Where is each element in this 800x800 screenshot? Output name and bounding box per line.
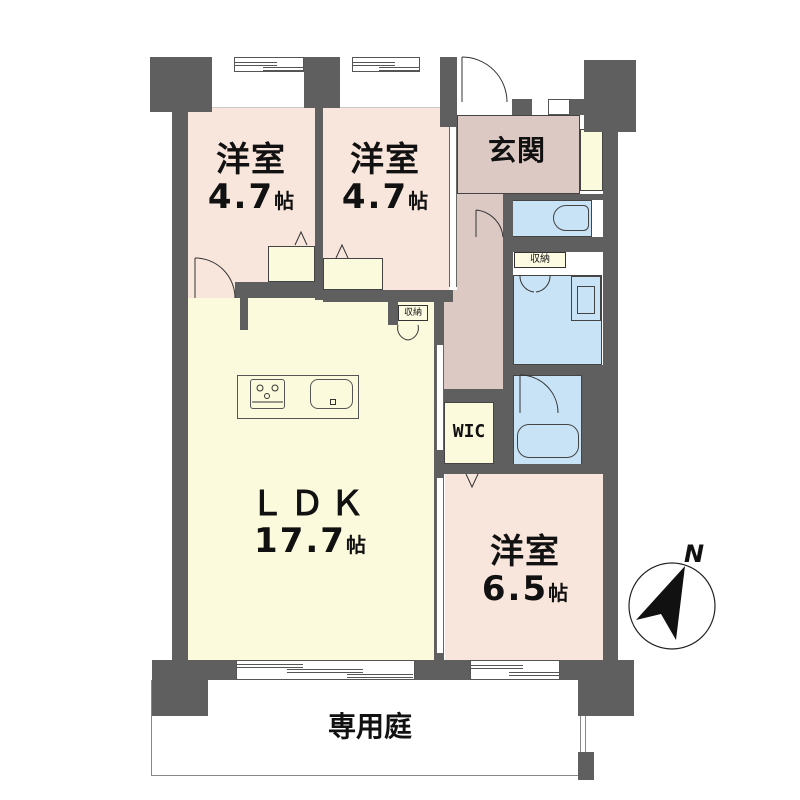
western-room-1-label: 洋室 4.7帖 [196,140,306,218]
corridor-floor-lower [444,290,504,389]
compass-icon [628,562,716,650]
room-1-alcove [212,72,314,108]
room-2-alcove [340,72,440,108]
wall-under-room1 [235,282,315,298]
window-room-1[interactable] [234,57,304,72]
sink-icon [310,379,353,409]
entrance-label: 玄関 [462,134,572,167]
wic-floor [444,402,494,464]
shoe-storage [580,129,603,191]
room-name: 洋室 [350,140,420,180]
wall-ldk-stub [240,290,248,330]
wall-above-room3 [444,464,603,474]
storage-label-ldk: 収納 [398,305,428,321]
wall-bottom-right-block [578,660,634,716]
wall-wet-left [503,194,513,474]
wall-corridor-bottom [444,389,504,402]
room-name: 専用庭 [327,710,412,743]
wall-top-mid [304,57,340,108]
bathtub-icon [517,424,579,458]
window-room-3[interactable] [470,660,560,680]
entrance-floor [457,115,580,194]
room-size: 17.7 [254,521,346,562]
wall-bottom-left [188,660,236,680]
room-name: WIC [452,421,486,442]
wic-label: WIC [444,422,494,442]
wall-entrance-top-2 [570,99,590,115]
room-unit: 帖 [274,189,295,214]
wall-wic-right [494,402,504,464]
room-size: 4.7 [341,177,409,218]
ldk-floor [188,298,434,660]
garden-post [578,752,594,780]
wall-left [172,100,188,660]
wall-bath-right [582,365,603,474]
stove-icon [250,379,285,409]
closet-room-2[interactable] [323,258,383,290]
wall-right [603,120,618,660]
room-name: 玄関 [487,134,546,167]
western-room-2-label: 洋室 4.7帖 [330,140,440,218]
private-garden [151,680,581,776]
room-unit: 帖 [408,189,429,214]
wall-wet-mid2 [513,365,603,375]
wall-bottom-mid [415,660,470,680]
wall-entrance-top [512,99,532,115]
closet-room-1[interactable] [268,246,315,282]
room-unit: 帖 [548,581,569,606]
washbasin-icon [571,276,601,321]
wall-wet-mid [513,237,603,252]
window-ldk[interactable] [236,660,415,680]
wall-wet-block [503,194,603,200]
sliding-door-room2-corridor[interactable] [449,127,457,287]
sliding-door-ldk-corridor[interactable] [436,345,444,450]
private-garden-label: 専用庭 [300,710,440,743]
storage-label-washroom: 収納 [514,252,566,268]
western-room-3-label: 洋室 6.5帖 [470,532,580,610]
ldk-label: ＬＤＫ 17.7帖 [230,484,390,562]
room-name: 洋室 [216,140,286,180]
compass-north-label: N [684,540,705,568]
wall-storage-ldk [388,290,398,325]
kitchen-island [237,375,359,419]
room-unit: 帖 [345,533,366,558]
room-size: 6.5 [481,569,549,610]
sliding-door-ldk-room3[interactable] [436,478,444,653]
window-room-2[interactable] [352,57,420,72]
window-entrance-side[interactable] [548,99,570,115]
wall-top-right-room2 [440,57,457,127]
western-room-3-floor [445,474,603,660]
wall-between-rooms [315,100,323,300]
room-size: 4.7 [207,177,275,218]
toilet-icon [553,205,589,231]
room-name: ＬＤＫ [250,484,370,524]
room-name: 洋室 [490,532,560,572]
garden-right-edge [585,715,586,755]
